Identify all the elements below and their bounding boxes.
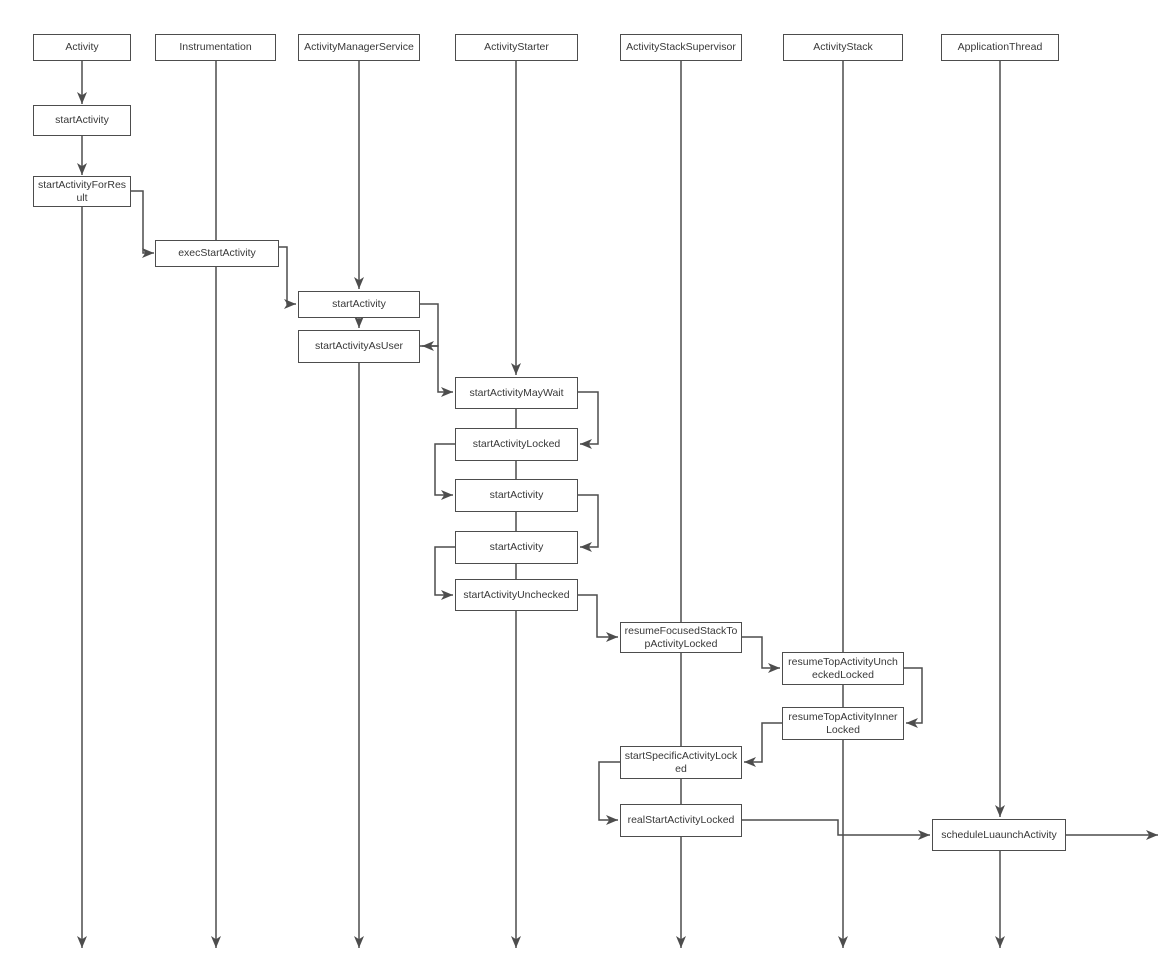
node-resumetopactivityuncheckedlocked: resumeTopActivityUnch eckedLocked xyxy=(782,652,904,685)
node-execstartactivity: execStartActivity xyxy=(155,240,279,267)
node-startactivity-starter-2: startActivity xyxy=(455,531,578,564)
edge-resumefocusedstack-to-resumetopunchecked xyxy=(742,636,780,673)
edge-resumetopinner-to-startspecific xyxy=(744,722,782,767)
node-startspecificactivitylocked: startSpecificActivityLock ed xyxy=(620,746,742,779)
node-startactivity-starter-1: startActivity xyxy=(455,479,578,512)
edge-startactivitylocked-to-startactivity xyxy=(434,443,455,500)
edge-startactivity2-to-startactivityunchecked xyxy=(434,546,455,600)
node-startactivityforresult: startActivityForRes ult xyxy=(33,176,131,207)
node-startactivitylocked: startActivityLocked xyxy=(455,428,578,461)
edge-startspecific-to-realstart xyxy=(598,761,620,825)
edge-realstart-to-schedulelaunch xyxy=(742,819,930,840)
node-startactivity-activity: startActivity xyxy=(33,105,131,136)
node-resumetopactivityinnerlocked: resumeTopActivityInner Locked xyxy=(782,707,904,740)
lifeline-header-instrumentation: Instrumentation xyxy=(155,34,276,61)
lifeline-header-applicationthread: ApplicationThread xyxy=(941,34,1059,61)
edge-startactivitymaywait-to-startactivitylocked xyxy=(578,391,599,449)
edge-startactivity-to-startactivity2 xyxy=(578,494,599,552)
lifeline-header-activitystarter: ActivityStarter xyxy=(455,34,578,61)
lifeline-header-activitystack: ActivityStack xyxy=(783,34,903,61)
lifeline-header-activitymanagerservice: ActivityManagerService xyxy=(298,34,420,61)
edge-startactivityasuser-to-startactivitymaywait xyxy=(420,345,453,397)
edge-resumetopunchecked-to-resumetopinner xyxy=(904,667,923,728)
node-startactivityasuser: startActivityAsUser xyxy=(298,330,420,363)
node-resumefocusedstacktopactivitylocked: resumeFocusedStackTo pActivityLocked xyxy=(620,622,742,653)
edge-startactivityforresult-to-execstartactivity xyxy=(131,190,154,258)
node-startactivity-ams: startActivity xyxy=(298,291,420,318)
node-schedulelaunchactivity: scheduleLuaunchActivity xyxy=(932,819,1066,851)
edge-startactivityunchecked-to-resumefocusedstack xyxy=(578,594,618,642)
edge-ams-startactivity-to-startactivityasuser xyxy=(420,303,439,351)
node-startactivitymaywait: startActivityMayWait xyxy=(455,377,578,409)
node-realstartactivitylocked: realStartActivityLocked xyxy=(620,804,742,837)
lifeline-header-activity: Activity xyxy=(33,34,131,61)
edge-execstartactivity-to-ams-startactivity xyxy=(279,246,296,309)
node-startactivityunchecked: startActivityUnchecked xyxy=(455,579,578,611)
lifeline-header-activitystacksupervisor: ActivityStackSupervisor xyxy=(620,34,742,61)
